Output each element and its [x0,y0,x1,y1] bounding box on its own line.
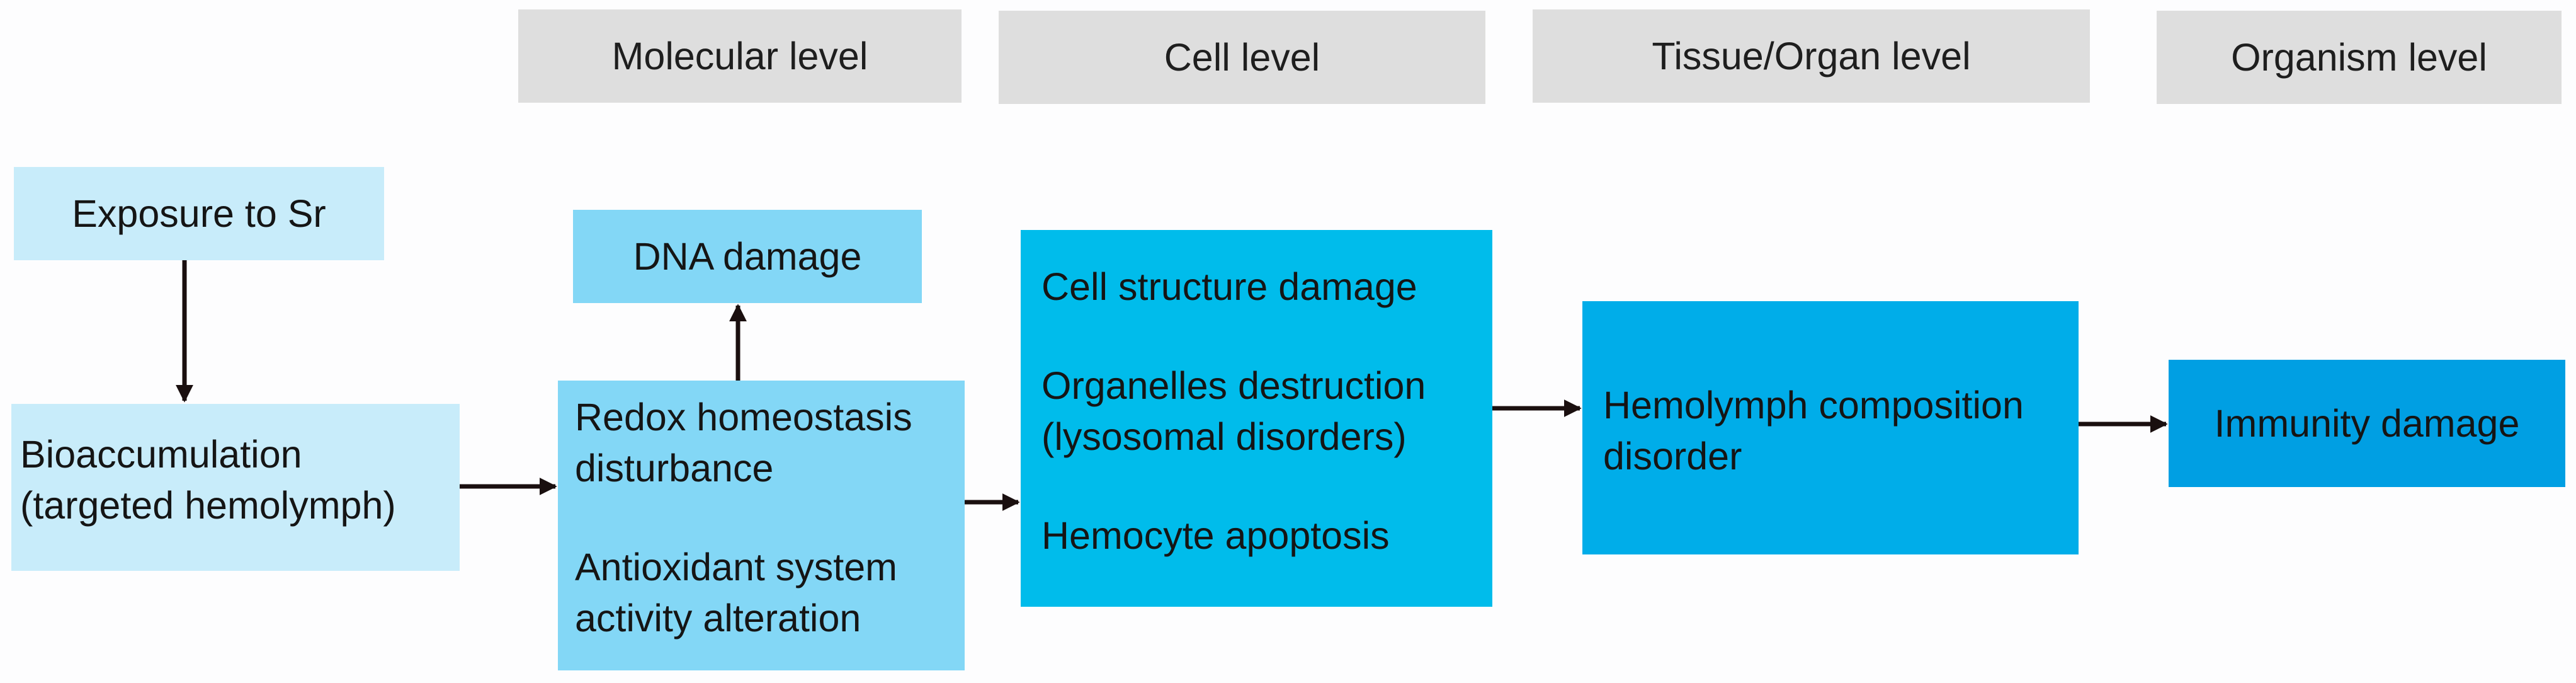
bioaccumulation-box: Bioaccumulation (targeted hemolymph) [11,404,460,571]
cell-structure-text: Cell structure damage [1041,265,1417,308]
redox-line-1: Redox homeostasis [575,396,912,439]
cell-effects-box: Cell structure damage Organelles destruc… [1021,230,1492,607]
antioxidant-line-1: Antioxidant system [575,546,897,588]
exposure-text: Exposure to Sr [72,192,326,235]
bioaccumulation-line-1: Bioaccumulation [20,433,302,476]
dna-damage-text: DNA damage [633,234,862,278]
level-header-tissue-organ: Tissue/Organ level [1533,9,2090,103]
organelles-line-1: Organelles destruction [1041,364,1426,407]
immunity-damage-text: Immunity damage [2214,401,2520,445]
exposure-box: Exposure to Sr [14,167,384,260]
antioxidant-line-2: activity alteration [575,597,861,640]
bioaccumulation-line-2: (targeted hemolymph) [20,484,396,527]
level-header-organism: Organism level [2157,11,2562,104]
level-header-cell: Cell level [999,11,1485,104]
hemolymph-line-1: Hemolymph composition [1603,384,2024,427]
hemolymph-box: Hemolymph composition disorder [1582,301,2079,554]
hemolymph-line-2: disorder [1603,435,1742,478]
molecular-effects-box: Redox homeostasis disturbance Antioxidan… [558,381,965,670]
immunity-damage-box: Immunity damage [2169,360,2565,487]
level-header-molecular: Molecular level [518,9,962,103]
dna-damage-box: DNA damage [573,210,922,303]
apoptosis-text: Hemocyte apoptosis [1041,514,1390,557]
redox-line-2: disturbance [575,447,774,490]
organelles-line-2: (lysosomal disorders) [1041,415,1407,458]
